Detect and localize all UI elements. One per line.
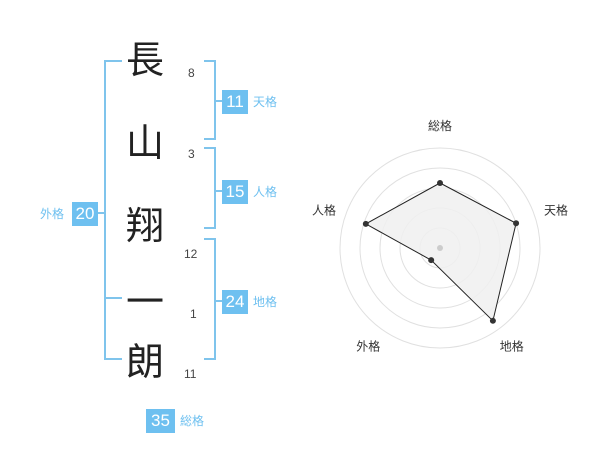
name-char-1: 長 bbox=[125, 38, 164, 82]
name-char-2: 山 bbox=[125, 121, 164, 165]
soukaku-label: 総格 bbox=[180, 414, 205, 428]
tenkaku-value: 11 bbox=[222, 90, 248, 114]
radar-axis-label: 外格 bbox=[356, 339, 380, 354]
name-char-3: 翔 bbox=[125, 204, 164, 248]
stroke-count-5: 11 bbox=[184, 367, 197, 381]
stroke-count-4: 1 bbox=[190, 307, 197, 321]
radar-point bbox=[513, 220, 520, 227]
radar-axis-label: 総格 bbox=[428, 118, 452, 133]
tenkaku-label: 天格 bbox=[253, 95, 278, 109]
chikaku-label: 地格 bbox=[253, 295, 278, 309]
radar-axis-label: 天格 bbox=[544, 202, 568, 217]
radar-center-dot bbox=[437, 245, 443, 251]
name-char-5: 朗 bbox=[125, 340, 164, 384]
radar-point bbox=[437, 180, 443, 186]
radar-data-area bbox=[364, 182, 517, 322]
gaikaku-label: 外格 bbox=[40, 207, 65, 221]
chikaku-value: 24 bbox=[222, 290, 248, 314]
jinkaku-label: 人格 bbox=[253, 185, 278, 199]
radar-ring bbox=[339, 147, 541, 349]
stroke-count-2: 3 bbox=[188, 147, 195, 161]
radar-axis-label: 地格 bbox=[500, 339, 524, 354]
radar-point bbox=[489, 317, 496, 324]
radar-point bbox=[428, 257, 435, 264]
stroke-count-3: 12 bbox=[184, 247, 198, 261]
gaikaku-value: 20 bbox=[72, 202, 98, 226]
soukaku-value: 35 bbox=[146, 409, 175, 433]
jinkaku-value: 15 bbox=[222, 180, 248, 204]
name-char-4: 一 bbox=[125, 280, 164, 324]
radar-ring bbox=[359, 167, 521, 329]
radar-axis-label: 人格 bbox=[312, 202, 336, 217]
stroke-count-1: 8 bbox=[188, 66, 195, 80]
radar-point bbox=[362, 220, 369, 227]
